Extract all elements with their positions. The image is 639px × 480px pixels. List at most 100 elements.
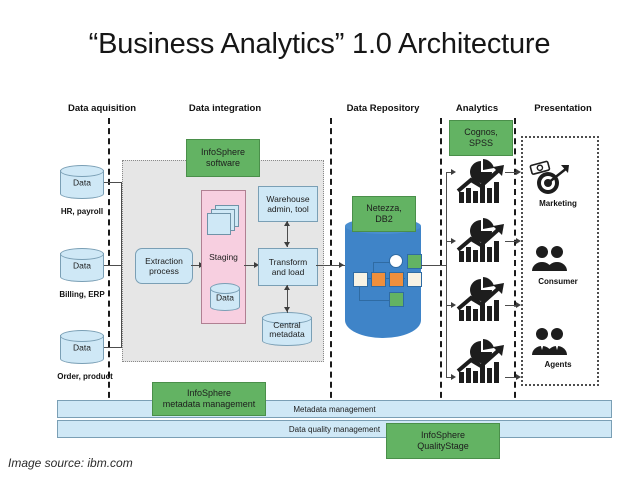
node-square-green-top (407, 254, 422, 269)
node-square-orange-center (389, 272, 404, 287)
column-header-presentation: Presentation (534, 103, 592, 114)
node-link-left-down (359, 278, 360, 300)
column-header-analytics: Analytics (455, 103, 499, 114)
column-header-data-acquisition: Data aquisition (67, 103, 137, 114)
pie-and-bar-chart-icon (456, 277, 504, 321)
cylinder-top (60, 165, 104, 177)
connector-hr-bus (104, 182, 122, 183)
data-source-label: Data (73, 177, 91, 188)
connector-billing-bus (104, 265, 122, 266)
analytics-chart-icon-1[interactable] (455, 158, 513, 206)
node-square-orange-left (371, 272, 386, 287)
warehouse-admin-tool-box[interactable]: Warehouse admin, tool (258, 186, 318, 222)
badge-line-1: Netezza, (366, 203, 402, 213)
node-square-cream-left (353, 272, 368, 287)
staging-panel: Staging Data (201, 190, 246, 324)
two-people-icon (532, 246, 567, 271)
page-title: “Business Analytics” 1.0 Architecture (88, 28, 551, 60)
connector-bus-analytics-4 (446, 377, 454, 378)
infosphere-qualitystage-badge[interactable]: InfoSphere QualityStage (386, 423, 500, 459)
connector-analytics-presentation-4 (505, 377, 519, 378)
analytics-distribution-bus (446, 172, 447, 377)
badge-line-1: InfoSphere (200, 147, 246, 157)
infosphere-metadata-management-badge[interactable]: InfoSphere metadata management (152, 382, 266, 416)
node-square-cream-right (407, 272, 422, 287)
connector-order-bus (104, 347, 122, 348)
data-source-label: Data (73, 260, 91, 271)
central-metadata-label: Central metadata (262, 320, 312, 339)
connector-extraction-staging (191, 265, 201, 266)
arrow-presentation-1 (516, 169, 521, 175)
cognos-spss-badge[interactable]: Cognos, SPSS (449, 120, 513, 156)
analytics-chart-icon-4[interactable] (455, 338, 513, 386)
agents-icon-wrap[interactable] (531, 326, 569, 358)
node-link-top (373, 262, 403, 263)
target-money-icon (529, 160, 569, 194)
warehouse-line-1: Warehouse (266, 194, 310, 204)
data-source-caption-billing: Billing, ERP (59, 290, 105, 299)
badge-line-1: InfoSphere (186, 388, 232, 398)
infosphere-software-badge[interactable]: InfoSphere software (186, 139, 260, 177)
presentation-label-consumer: Consumer (538, 277, 578, 286)
staging-data-label: Data (216, 292, 234, 303)
column-header-data-integration: Data integration (188, 103, 262, 114)
netezza-db2-badge[interactable]: Netezza, DB2 (352, 196, 416, 232)
marketing-icon-wrap[interactable] (527, 160, 571, 196)
badge-line-2: QualityStage (417, 441, 469, 451)
two-agents-icon (532, 328, 567, 355)
connector-analytics-presentation-2 (505, 241, 519, 242)
analytics-chart-icon-3[interactable] (455, 276, 513, 324)
node-circle-white (389, 254, 403, 268)
arrow-analytics-1 (451, 169, 456, 175)
connector-bus-analytics-3 (446, 305, 454, 306)
badge-line-2: DB2 (375, 214, 393, 224)
arrow-down-transform (284, 242, 290, 247)
data-source-caption-order: Order, product (57, 372, 113, 381)
badge-line-2: SPSS (468, 138, 493, 148)
arrow-to-repository (339, 262, 344, 268)
presentation-zone (521, 136, 599, 386)
extraction-process-box[interactable]: Extraction process (135, 248, 193, 284)
cylinder-top (60, 330, 104, 342)
transform-line-1: Transform (268, 257, 308, 267)
divider-acquisition-integration (108, 118, 110, 408)
transform-line-2: and load (271, 267, 305, 277)
connector-bus-analytics-2 (446, 241, 454, 242)
badge-line-1: Cognos, (464, 127, 498, 137)
divider-analytics-presentation (514, 118, 516, 408)
arrow-analytics-2 (451, 238, 456, 244)
extraction-line-1: Extraction (145, 256, 183, 266)
connector-analytics-presentation-1 (505, 172, 519, 173)
badge-line-2: software (205, 158, 240, 168)
node-square-green-bottom (389, 292, 404, 307)
staging-sheet-front-icon (207, 213, 231, 235)
column-header-data-repository: Data Repository (346, 103, 420, 114)
node-link-bottom (359, 300, 399, 301)
analytics-chart-icon-2[interactable] (455, 217, 513, 265)
connector-transform-metadata (287, 285, 288, 313)
arrow-analytics-3 (451, 302, 456, 308)
data-source-label: Data (73, 342, 91, 353)
arrow-analytics-4 (451, 374, 456, 380)
badge-line-1: InfoSphere (420, 430, 466, 440)
metadata-management-bar: Metadata management (57, 400, 612, 418)
transform-and-load-box[interactable]: Transform and load (258, 248, 318, 286)
presentation-label-agents: Agents (544, 360, 572, 369)
data-quality-management-label: Data quality management (288, 424, 381, 434)
data-source-caption-hr: HR, payroll (60, 207, 104, 216)
pie-and-bar-chart-icon (456, 159, 504, 203)
pie-and-bar-chart-icon (456, 218, 504, 262)
connector-repository-bus (421, 265, 446, 266)
consumer-icon-wrap[interactable] (531, 244, 569, 274)
image-source-caption: Image source: ibm.com (8, 456, 133, 470)
cylinder-body (210, 288, 240, 311)
metadata-management-label: Metadata management (293, 404, 376, 414)
arrow-presentation-2 (516, 238, 521, 244)
connector-analytics-presentation-3 (505, 305, 519, 306)
arrow-up-warehouse (284, 221, 290, 226)
staging-label: Staging (209, 252, 238, 262)
connector-transform-repository (316, 265, 346, 266)
arrow-presentation-3 (516, 302, 521, 308)
data-quality-management-bar: Data quality management (57, 420, 612, 438)
